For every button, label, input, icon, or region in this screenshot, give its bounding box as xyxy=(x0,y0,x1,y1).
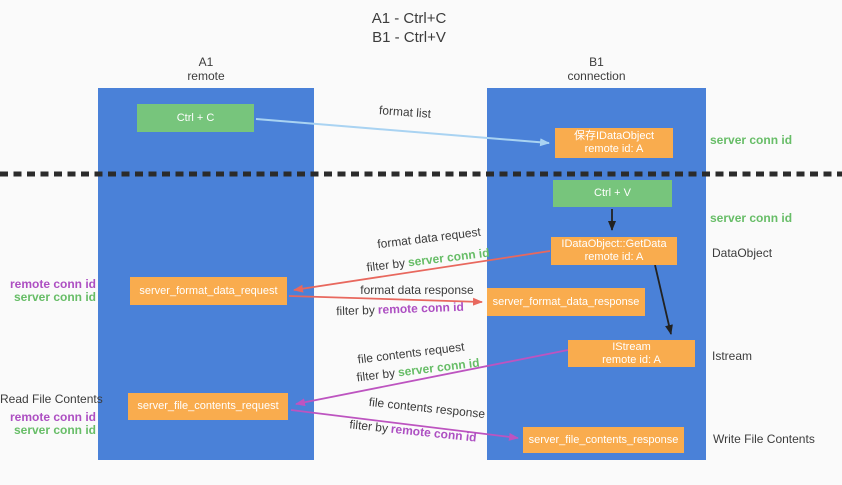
label-istream: Istream xyxy=(712,349,753,363)
label-file-contents-response: file contents response xyxy=(368,394,486,422)
lane-b1-title: B1 xyxy=(589,55,604,69)
server-conn-id-text: server conn id xyxy=(407,245,491,270)
label-read-file-contents: Read File Contents xyxy=(0,392,103,406)
label-server-conn-id-right-mid: server conn id xyxy=(710,211,793,225)
label-server-conn-id-left-mid: server conn id xyxy=(13,290,96,304)
node-save-idataobject-line2: remote id: A xyxy=(584,143,644,155)
node-server-file-contents-response-label: server_file_contents_response xyxy=(528,433,679,446)
lane-b1-subtitle: connection xyxy=(567,69,626,83)
title-line-2: B1 - Ctrl+V xyxy=(372,29,446,46)
label-format-list: format list xyxy=(378,103,432,121)
node-getdata-line2: remote id: A xyxy=(584,251,644,263)
node-save-idataobject-line1: 保存IDataObject xyxy=(573,130,655,142)
node-istream-line1: IStream xyxy=(612,340,651,353)
diagram-title: A1 - Ctrl+C B1 - Ctrl+V xyxy=(329,9,489,47)
label-dataobject: DataObject xyxy=(712,246,773,260)
node-ctrl-v-label: Ctrl + V xyxy=(594,187,631,199)
label-remote-conn-id-left-bottom: remote conn id xyxy=(9,410,96,424)
node-save-idataobject: 保存IDataObject remote id: A xyxy=(555,128,673,158)
filter-by-text: filter by xyxy=(365,255,406,275)
remote-conn-id-text: remote conn id xyxy=(390,421,478,445)
node-ctrl-c-label: Ctrl + C xyxy=(176,111,215,124)
node-server-format-data-request: server_format_data_request xyxy=(130,277,287,305)
node-idataobject-getdata: IDataObject::GetData remote id: A xyxy=(551,237,677,265)
filter-by-text: filter by xyxy=(355,365,396,385)
title-line-1: A1 - Ctrl+C xyxy=(371,10,447,27)
label-server-conn-id-left-bottom: server conn id xyxy=(13,423,96,437)
remote-conn-id-text: remote conn id xyxy=(377,299,465,317)
node-server-format-data-request-label: server_format_data_request xyxy=(139,284,278,297)
lane-a1-title: A1 xyxy=(198,55,214,69)
lane-a1-subtitle: remote xyxy=(187,69,225,83)
lane-header-b1: B1 connection xyxy=(487,55,706,83)
label-remote-conn-id-left-mid: remote conn id xyxy=(9,277,96,291)
node-server-file-contents-request: server_file_contents_request xyxy=(128,393,288,420)
node-server-file-contents-request-label: server_file_contents_request xyxy=(137,400,279,412)
node-ctrl-c: Ctrl + C xyxy=(137,104,254,132)
node-istream-line2: remote id: A xyxy=(602,353,661,366)
node-istream: IStream remote id: A xyxy=(568,340,695,367)
label-write-file-contents: Write File Contents xyxy=(713,432,815,446)
node-server-format-data-response: server_format_data_response xyxy=(487,288,645,316)
node-server-file-contents-response: server_file_contents_response xyxy=(523,427,684,453)
node-getdata-line1: IDataObject::GetData xyxy=(561,238,667,250)
label-server-conn-id-right-top: server conn id xyxy=(710,133,793,147)
node-ctrl-v: Ctrl + V xyxy=(553,180,672,207)
filter-by-text: filter by xyxy=(335,302,376,319)
lane-header-a1: A1 remote xyxy=(98,55,314,83)
label-format-data-response: format data response xyxy=(360,283,474,297)
filter-by-text: filter by xyxy=(348,417,389,436)
node-server-format-data-response-label: server_format_data_response xyxy=(492,295,640,308)
